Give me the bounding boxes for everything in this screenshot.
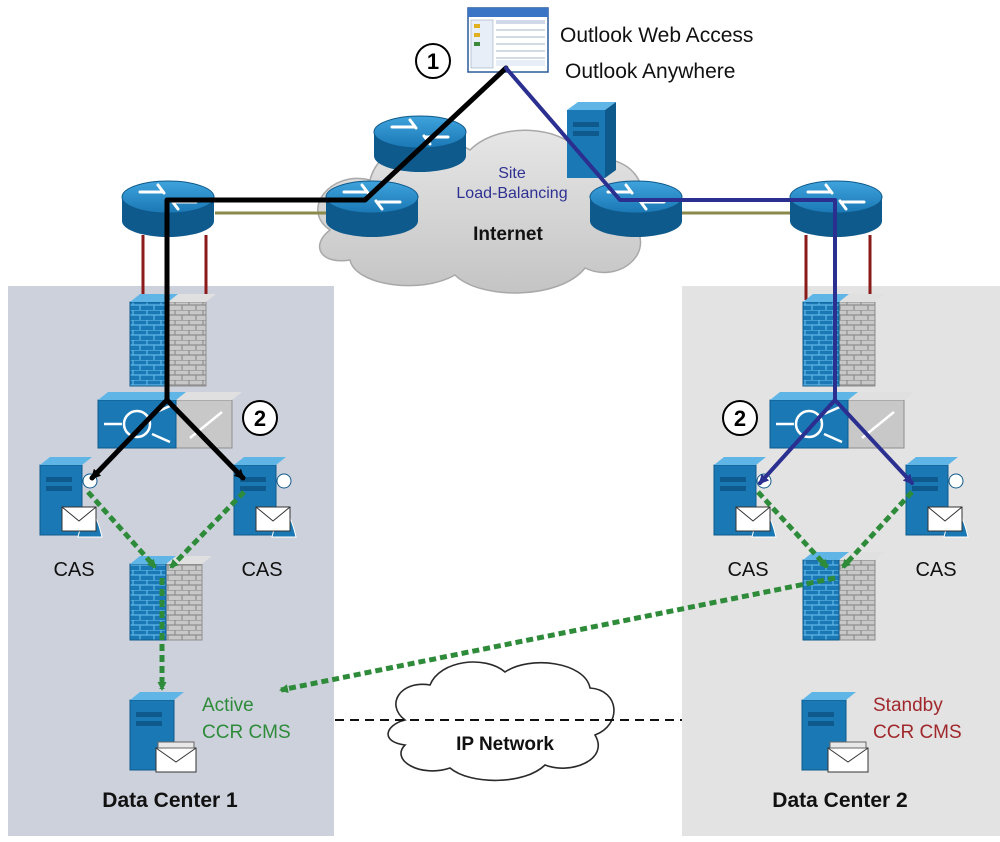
site-lb-label-line2: Load-Balancing (456, 185, 567, 202)
firewall-dc2-internal-icon (802, 552, 885, 641)
client-path-dc1 (89, 65, 509, 481)
step-marker-1-label: 1 (427, 49, 439, 74)
replication-paths (86, 490, 914, 694)
ip-network-cloud (387, 661, 615, 782)
dc2-db-name-label: CCR CMS (873, 722, 962, 743)
client-label-owa: Outlook Web Access (560, 24, 753, 47)
dc1-cas-left-label: CAS (53, 559, 94, 581)
ip-network-label: IP Network (456, 734, 554, 755)
firewall-dc1-edge-icon (129, 294, 216, 387)
step-marker-2-dc1: 2 (242, 400, 278, 436)
browser-window-icon (467, 7, 549, 73)
dc1-db-name-label: CCR CMS (202, 722, 291, 743)
cms-server-dc1-icon (129, 692, 197, 773)
client-path-dc2 (504, 66, 914, 485)
content-switch-dc2-icon (769, 392, 914, 449)
dc2-title: Data Center 2 (772, 789, 907, 812)
dc1-title: Data Center 1 (102, 789, 238, 812)
cas-server-dc1-left-icon (39, 457, 103, 538)
step-marker-2-dc2: 2 (722, 400, 758, 436)
cas-server-dc2-left-icon (713, 457, 777, 538)
step-marker-2-dc2-label: 2 (734, 406, 746, 431)
client-label-outlook-anywhere: Outlook Anywhere (565, 60, 735, 83)
content-switch-dc1-icon (97, 392, 242, 449)
site-lb-label-line1: Site (498, 165, 526, 182)
router-internet-right-icon (589, 180, 683, 237)
firewall-dc2-edge-icon (802, 294, 885, 387)
router-internet-left-icon (325, 180, 419, 237)
dc2-cas-left-label: CAS (727, 559, 768, 581)
firewall-dc1-internal-icon (129, 556, 212, 641)
dc1-db-status-label: Active (202, 695, 254, 716)
step-marker-2-dc1-label: 2 (254, 406, 266, 431)
dc2-cas-right-label: CAS (915, 559, 956, 581)
dc2-db-status-label: Standby (873, 695, 943, 716)
internet-label: Internet (473, 224, 543, 245)
router-internet-top-icon (373, 115, 467, 172)
step-marker-1: 1 (415, 43, 451, 79)
dc1-cas-right-label: CAS (241, 559, 282, 581)
cms-server-dc2-icon (801, 692, 869, 773)
